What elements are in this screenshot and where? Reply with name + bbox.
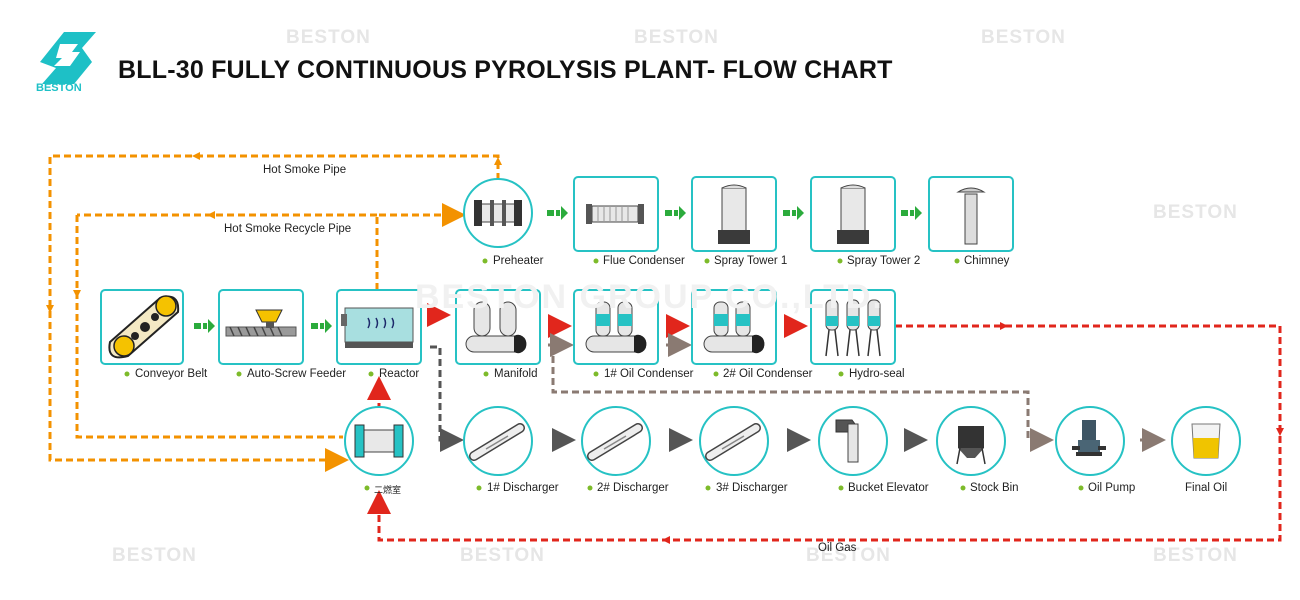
solid-pipes [430, 345, 928, 452]
discharger-2-icon [587, 423, 643, 461]
flue-condenser-icon [586, 204, 644, 224]
watermark-center: BESTON GROUP CO.,LTD. [415, 278, 884, 316]
oil-condenser-2-icon [703, 301, 765, 354]
oil-pump-label: Oil Pump [1088, 482, 1136, 494]
auto-screw-feeder-icon [225, 309, 297, 337]
watermark: BESTON [634, 27, 719, 48]
watermark: BESTON [460, 545, 545, 566]
watermark: BESTON [112, 545, 197, 566]
beston-logo [40, 32, 96, 84]
green-arrow-icon [783, 206, 804, 220]
bucket-elevator-label: Bucket Elevator [848, 482, 929, 494]
watermark: BESTON [806, 545, 891, 566]
spray-tower-1-icon [718, 184, 750, 244]
logo-text: BESTON [36, 82, 82, 94]
conveyor-belt-label: Conveyor Belt [135, 368, 208, 380]
hot-smoke-pipe-label: Hot Smoke Pipe [263, 164, 347, 176]
discharger-1-icon [469, 423, 525, 461]
discharger-2-label: 2# Discharger [597, 482, 669, 494]
burner-label: 二燃室 [374, 485, 402, 495]
manifold-icon [465, 301, 527, 354]
hydroseal-icon [825, 299, 881, 357]
auto-screw-feeder-label: Auto-Screw Feeder [247, 368, 347, 380]
oil-condenser-1-icon [585, 301, 647, 354]
reactor-label: Reactor [379, 368, 420, 380]
bucket-elevator-icon [835, 419, 859, 463]
discharger-3-icon [705, 423, 761, 461]
oil-pipes [548, 333, 1166, 452]
chimney-icon [956, 187, 986, 245]
manifold-label: Manifold [494, 368, 538, 380]
oil-pump-icon [1072, 420, 1106, 456]
oil-condenser-2-label: 2# Oil Condenser [723, 368, 813, 380]
green-arrow-icon [311, 319, 332, 333]
arrow-marks-red [662, 322, 1284, 544]
preheater-label: Preheater [493, 255, 544, 267]
hydroseal-to-burner-line [367, 324, 1282, 542]
watermark: BESTON [1153, 202, 1238, 223]
hot-smoke-recycle-pipe-label: Hot Smoke Recycle Pipe [224, 223, 352, 235]
oil-collect-line [551, 345, 1054, 452]
reactor-icon [341, 307, 414, 348]
label-dots [124, 258, 1084, 491]
stock-bin-label: Stock Bin [970, 482, 1019, 494]
oil-condenser-1-label: 1# Oil Condenser [604, 368, 694, 380]
oil-gas-pipes [367, 303, 1282, 542]
spray-tower-2-icon [837, 184, 869, 244]
burner-icon [354, 424, 404, 458]
green-arrow-icon [901, 206, 922, 220]
final-oil-icon [1191, 423, 1221, 459]
conveyor-belt-icon [108, 295, 180, 359]
watermark: BESTON [286, 27, 371, 48]
spray-tower-2-label: Spray Tower 2 [847, 255, 921, 267]
green-arrow-icon [665, 206, 686, 220]
chimney-label: Chimney [964, 255, 1010, 267]
arrow-marks-orange [46, 152, 502, 313]
preheater-icon [474, 200, 522, 226]
watermark: BESTON [1153, 545, 1238, 566]
oil-gas-label: Oil Gas [818, 542, 857, 554]
flue-condenser-label: Flue Condenser [603, 255, 685, 267]
stock-bin-icon [956, 426, 986, 465]
page-title: BLL-30 FULLY CONTINUOUS PYROLYSIS PLANT-… [118, 56, 893, 84]
hot-smoke-recycle-line [75, 215, 343, 439]
green-arrow-icon [547, 206, 568, 220]
discharger-3-label: 3# Discharger [716, 482, 788, 494]
green-flow-arrows [194, 206, 922, 333]
green-arrow-icon [194, 319, 215, 333]
final-oil-label: Final Oil [1185, 482, 1228, 494]
hydro-seal-label: Hydro-seal [849, 368, 905, 380]
watermark: BESTON [981, 27, 1066, 48]
reactor-to-discharger-line [430, 345, 464, 452]
discharger-1-label: 1# Discharger [487, 482, 559, 494]
reactor-to-preheater-line [375, 203, 466, 290]
spray-tower-1-label: Spray Tower 1 [714, 255, 788, 267]
